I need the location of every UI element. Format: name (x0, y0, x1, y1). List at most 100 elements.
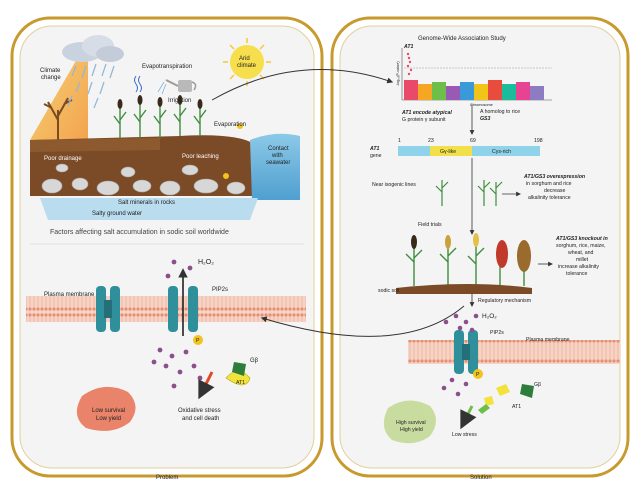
rain-cloud-icon (62, 35, 124, 109)
sodic-soil-label: sodic soil (378, 288, 399, 294)
h2o2-solution-label: H₂O₂ (482, 313, 497, 320)
cys-rich-label: Cys-rich (492, 149, 511, 155)
evapotranspiration-arrows (134, 75, 142, 93)
knockout-label-1: AT1/GS3 knockout in (555, 236, 608, 242)
climate-change-label-1: Climate (40, 68, 61, 74)
contact-label-1: Contact (268, 146, 289, 152)
phosphate-label: P (196, 338, 200, 344)
phosphate-icon (193, 335, 203, 345)
evaporation-label: Evaporation (214, 122, 246, 128)
gwas-plot: Genome-Wide Association Study AT1 -log₁₀… (396, 36, 552, 107)
irrigation-label: Irrigation (168, 98, 191, 104)
watering-can-icon (157, 79, 197, 95)
homolog-label-2: GS3 (480, 116, 490, 122)
overexpression-label-1: AT1/GS3 overexpression (523, 174, 585, 180)
gene-tick-23: 23 (428, 138, 434, 144)
contact-label-2: with (271, 153, 283, 159)
significant-snps (406, 52, 413, 76)
crop-plants (396, 233, 532, 294)
pip2s-solution-label: PIP2s (490, 330, 504, 336)
dead-tree-icon (43, 97, 73, 140)
pip2-channel-open (168, 286, 198, 332)
knockout-label-4: millet (576, 257, 589, 263)
climate-change-label-2: change (41, 75, 61, 81)
knockout-label-2: sorghum, rice, maize, (556, 243, 606, 249)
poor-leaching-label: Poor leaching (182, 154, 219, 160)
gbeta-solution-label: Gβ (534, 382, 541, 388)
problem-to-solution-arrow (211, 69, 394, 101)
plasma-membrane-label: Plasma membrane (44, 292, 95, 298)
phosphate-solution-label: P (476, 372, 480, 378)
overexpression-label-2: in sorghum and rice (526, 181, 572, 187)
at1-gbeta-complex: AT1 Gβ (225, 358, 259, 386)
poor-drainage-label: Poor drainage (44, 156, 82, 162)
low-survival-blob (76, 386, 136, 431)
gwas-gene-label: AT1 (403, 44, 414, 50)
regulatory-label: Regulatory mechanism (478, 298, 531, 304)
gy-like-label: Gγ-like (440, 149, 456, 155)
low-stress-arrow (460, 405, 477, 430)
at1-solution-label: AT1 (512, 404, 521, 410)
x-axis-label: Chromosome (470, 103, 493, 107)
h2o2-dots-solution (441, 313, 479, 397)
plasma-membrane (26, 296, 306, 322)
phosphate-solution-icon (473, 369, 483, 379)
oxidative-stress-label-1: Oxidative stress (178, 408, 221, 414)
homolog-label-1: A homolog to rice (480, 109, 520, 115)
gene-tick-1: 1 (398, 138, 401, 144)
problem-caption: Factors affecting salt accumulation in s… (50, 229, 229, 236)
salty-ground-water (40, 198, 258, 220)
salty-ground-water-label: Salty ground water (92, 211, 142, 217)
pip2-channel-closed (96, 286, 120, 332)
solution-panel: Genome-Wide Association Study AT1 -log₁₀… (330, 16, 630, 481)
sun-icon (223, 38, 271, 86)
arid-climate-label-2: climate (237, 63, 257, 69)
pip2-channel-solution (454, 330, 478, 374)
contact-label-3: seawater (266, 160, 290, 166)
high-yield-label: High yield (400, 427, 423, 433)
knockout-label-5: increase alkalinity (558, 264, 599, 270)
h2o2-dots (151, 259, 203, 389)
gwas-title: Genome-Wide Association Study (418, 36, 506, 42)
gy-like-domain (430, 146, 472, 156)
arid-climate-label-1: Arid (239, 56, 250, 62)
solution-mechanism: Plasma membrane PIP2s H₂O₂ P (383, 313, 620, 444)
at1-label: AT1 (236, 380, 245, 386)
near-isogenic-plants (435, 180, 503, 206)
problem-panel: Climate change Evapotranspiration Irriga… (10, 16, 324, 481)
gene-diagram: 1 23 69 198 AT1 gene Gγ-like Cys-rich (369, 138, 543, 159)
manhattan-bars (404, 80, 544, 100)
rocks (41, 163, 246, 196)
knockout-label-6: tolerance (566, 271, 587, 277)
solution-footer: Solution (470, 475, 492, 481)
solution-to-problem-arrow (260, 305, 465, 337)
high-survival-label: High survival (396, 420, 426, 426)
soil-scene (30, 35, 300, 220)
overexpression-label-3: decrease (544, 188, 565, 194)
at1-fragments (478, 384, 534, 414)
overexpression-label-4: alkalinity tolerance (528, 195, 571, 201)
problem-footer: Problem (156, 475, 178, 481)
oxidative-stress-label-2: and cell death (182, 416, 219, 422)
gbeta-label: Gβ (250, 358, 259, 364)
stress-arrow (198, 371, 215, 400)
seawater (250, 133, 300, 200)
heat-wedge (30, 40, 88, 140)
sorghum-plants (113, 95, 207, 138)
plasma-membrane-solution-label: Plasma membrane (526, 337, 570, 343)
problem-mechanism: Plasma membrane H₂O₂ PIP2s P (26, 259, 306, 431)
low-stress-label: Low stress (452, 432, 477, 438)
gene-tick-69: 69 (470, 138, 476, 144)
h2o2-label: H₂O₂ (198, 259, 214, 266)
salt-minerals-label: Salt minerals in rocks (118, 200, 175, 206)
evapotranspiration-label: Evapotranspiration (142, 64, 192, 70)
cys-rich-domain (472, 146, 540, 156)
plasma-membrane-solution (408, 340, 620, 364)
at1-encode-label-2: G protein γ subunit (402, 117, 446, 123)
pip2s-label: PIP2s (212, 287, 228, 293)
knockout-label-3: wheat, and (568, 250, 593, 256)
high-survival-blob (383, 400, 436, 444)
field-trials-label: Field trials (418, 222, 442, 228)
